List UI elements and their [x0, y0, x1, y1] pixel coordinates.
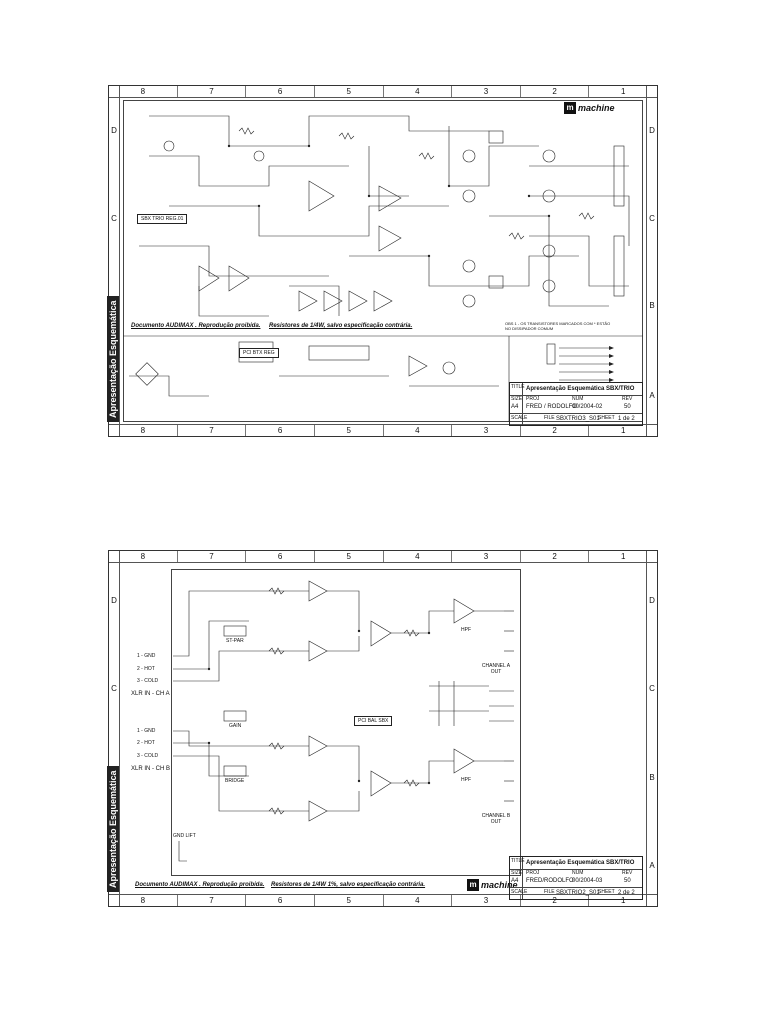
zone-ruler-right: D C B A — [646, 86, 657, 436]
brand-logo: m machine — [467, 879, 518, 891]
block-label-pci: PCI BTX REG — [239, 348, 279, 358]
switch-gain: GAIN — [229, 723, 242, 729]
copyright-notice: Documento AUDIMAX . Reprodução proibida. — [135, 882, 265, 888]
xlr-input-a: XLR IN - CH A — [131, 691, 170, 697]
pci-label: PCI BAL SBX — [354, 716, 393, 726]
copyright-notice: Documento AUDIMAX . Reprodução proibida. — [131, 323, 261, 329]
resistor-notice: Resistores de 1/4W 1%, salvo especificaç… — [271, 882, 426, 888]
channel-b-out: CHANNEL B OUT — [481, 813, 511, 825]
transistor-note: OBS 1 - OS TRANSISTORES MARCADOS COM * E… — [505, 321, 611, 331]
brand-logo: m machine — [564, 102, 615, 114]
drawing-title: Apresentação Esquemática SBX/TRIO — [526, 386, 635, 392]
resistor-notice: Resistores de 1/4W, salvo especificação … — [269, 323, 413, 329]
drawing-title: Apresentação Esquemática SBX/TRIO — [526, 860, 635, 866]
circuit-drawing-sheet-1 — [123, 115, 643, 422]
title-block: TITLE Apresentação Esquemática SBX/TRIO … — [509, 382, 643, 426]
block-label-main: SBX TRIO REG.01 — [137, 214, 188, 224]
channel-a-out: CHANNEL A OUT — [481, 663, 511, 675]
drawing-area — [123, 100, 643, 422]
switch-bridge: BRIDGE — [225, 778, 245, 784]
title-block: TITLE Apresentação Esquemática SBX/TRIO … — [509, 856, 643, 900]
drawing-area — [171, 569, 521, 876]
zone-ruler-right: D C B A — [646, 551, 657, 906]
switch-st-par: ST-PAR — [226, 638, 244, 644]
xlr-input-b: XLR IN - CH B — [131, 766, 171, 772]
gnd-lift: GND LIFT — [173, 833, 196, 839]
circuit-drawing-sheet-2 — [173, 580, 514, 862]
